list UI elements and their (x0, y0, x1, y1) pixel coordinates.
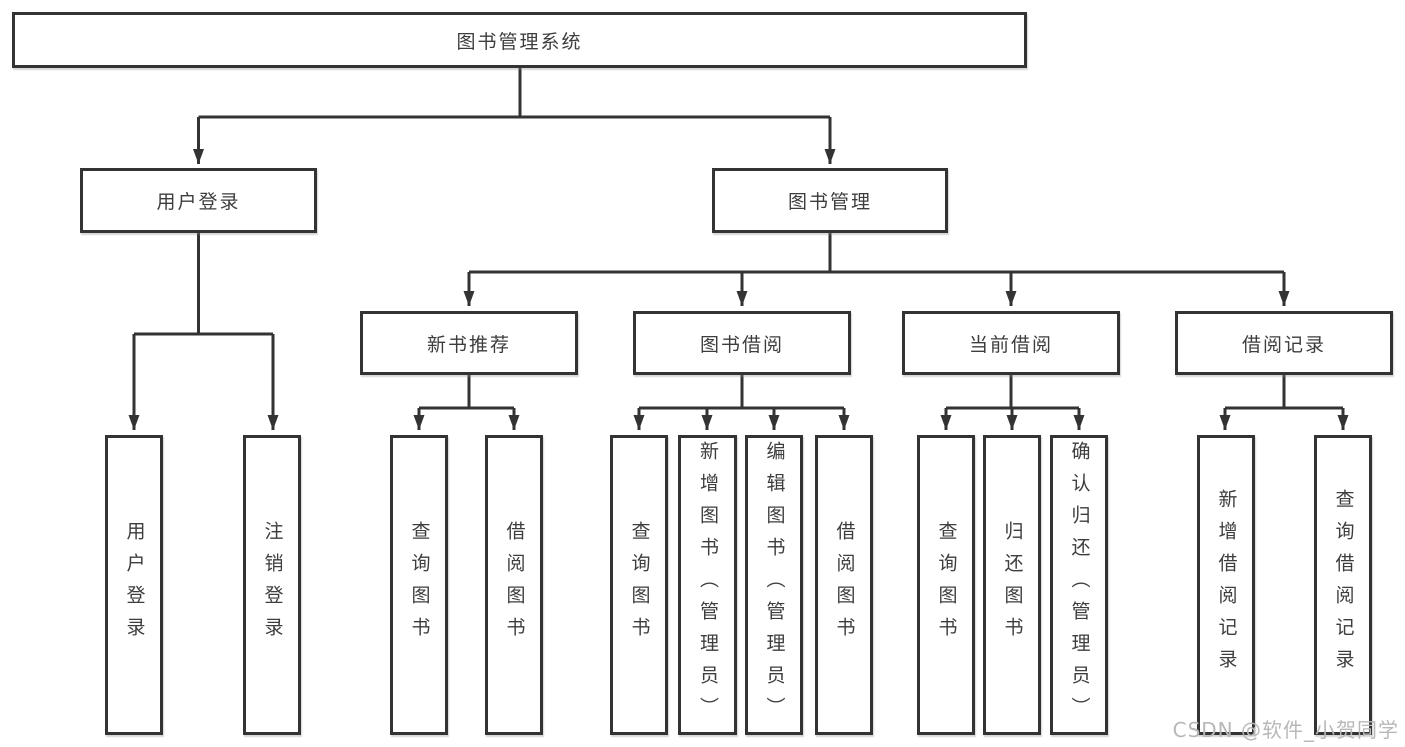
node-book-borrow: 图书借阅 (633, 311, 851, 375)
node-book-management-label: 图书管理 (787, 191, 872, 213)
node-book-borrow-label: 图书借阅 (699, 333, 784, 356)
node-root-system: 图书管理系统 (12, 12, 1027, 68)
node-new-book-recommend-label: 新书推荐 (426, 333, 511, 356)
leaf-borrow-query-books: 查询图书 (610, 435, 668, 735)
leaf-add-books-admin: 新增图书（管理员） (678, 435, 737, 735)
node-user-login-label: 用户登录 (156, 191, 241, 213)
leaf-user-login: 用户登录 (105, 435, 163, 735)
leaf-return-books-label: 归还图书 (1001, 521, 1024, 649)
leaf-add-borrow-record-label: 新增借阅记录 (1215, 489, 1238, 681)
leaf-query-borrow-record-label: 查询借阅记录 (1332, 489, 1355, 681)
leaf-logout: 注销登录 (243, 435, 301, 735)
leaf-query-borrow-record: 查询借阅记录 (1314, 435, 1372, 735)
leaf-current-query-books-label: 查询图书 (935, 521, 958, 649)
csdn-watermark: CSDN @软件_小贺同学 (1172, 718, 1399, 742)
leaf-logout-label: 注销登录 (261, 521, 284, 649)
leaf-add-borrow-record: 新增借阅记录 (1197, 435, 1255, 735)
node-current-borrow: 当前借阅 (902, 311, 1120, 375)
node-borrow-records: 借阅记录 (1175, 311, 1393, 375)
leaf-borrow-books-label: 借阅图书 (833, 521, 856, 649)
node-user-login: 用户登录 (80, 168, 317, 233)
node-new-book-recommend: 新书推荐 (360, 311, 578, 375)
leaf-edit-books-admin-label: 编辑图书（管理员） (763, 441, 786, 729)
leaf-recommend-borrow-books: 借阅图书 (485, 435, 543, 735)
leaf-current-query-books: 查询图书 (917, 435, 975, 735)
leaf-recommend-borrow-books-label: 借阅图书 (503, 521, 526, 649)
node-borrow-records-label: 借阅记录 (1241, 333, 1326, 356)
leaf-add-books-admin-label: 新增图书（管理员） (697, 441, 719, 729)
leaf-borrow-query-books-label: 查询图书 (628, 521, 651, 649)
leaf-confirm-return-admin-label: 确认归还（管理员） (1068, 441, 1091, 729)
leaf-borrow-books: 借阅图书 (815, 435, 873, 735)
node-current-borrow-label: 当前借阅 (968, 333, 1053, 356)
node-root-label: 图书管理系统 (456, 30, 583, 53)
leaf-recommend-query-books-label: 查询图书 (408, 521, 431, 649)
leaf-edit-books-admin: 编辑图书（管理员） (745, 435, 803, 735)
leaf-recommend-query-books: 查询图书 (390, 435, 448, 735)
leaf-confirm-return-admin: 确认归还（管理员） (1050, 435, 1108, 735)
leaf-user-login-label: 用户登录 (123, 521, 146, 649)
node-book-management: 图书管理 (712, 168, 948, 233)
leaf-return-books: 归还图书 (983, 435, 1041, 735)
